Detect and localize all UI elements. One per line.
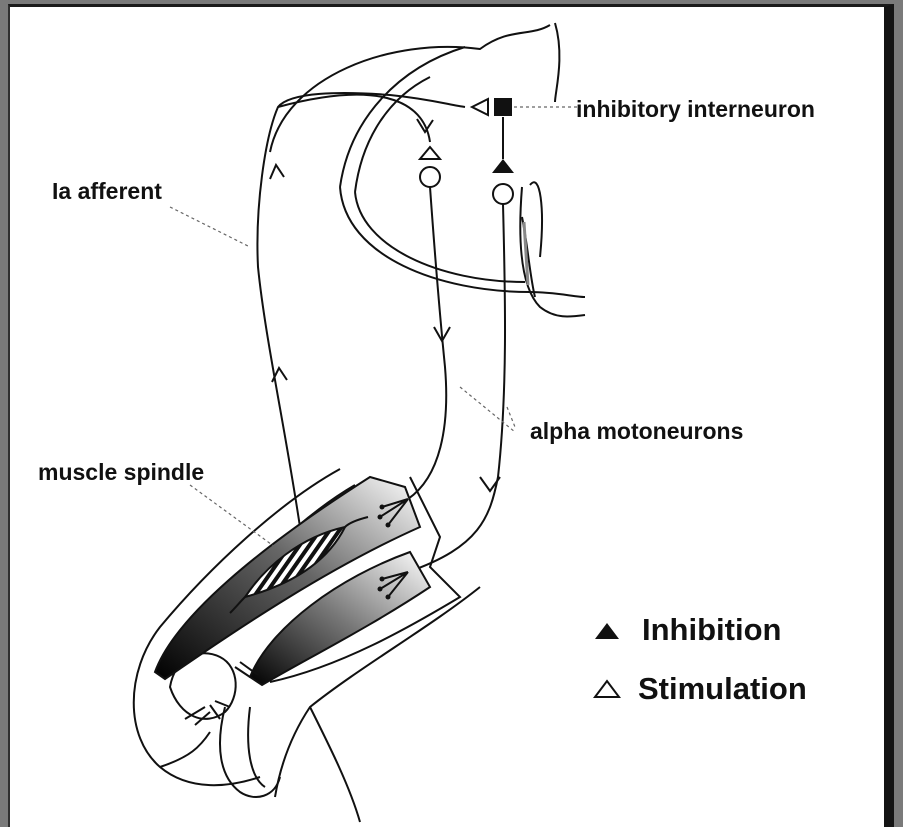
stretch-reflex-diagram: inhibitory interneuron Ia afferent alpha… <box>10 7 886 827</box>
interneuron-synapse <box>472 98 578 116</box>
alpha-motoneurons-leader-1 <box>460 387 515 432</box>
ia-afferent-leader <box>170 207 250 247</box>
alpha-motoneuron-1 <box>408 147 450 499</box>
stimulation-synapse <box>420 147 440 159</box>
ia-afferent-label: Ia afferent <box>52 178 162 204</box>
stimulation-symbol <box>595 681 619 697</box>
alpha-motoneurons-leader-2 <box>507 407 515 427</box>
legend: Inhibition Stimulation <box>595 612 807 706</box>
inhibition-synapse <box>492 159 514 173</box>
alpha-motoneurons-label: alpha motoneurons <box>530 418 743 444</box>
legend-stimulation-label: Stimulation <box>638 671 807 706</box>
legend-inhibition-label: Inhibition <box>642 612 781 647</box>
inhibitory-interneuron-label: inhibitory interneuron <box>576 96 815 122</box>
inhibition-symbol <box>595 623 619 639</box>
inhibitory-interneuron-square <box>494 98 512 116</box>
knee-tendons <box>185 662 258 725</box>
muscles <box>155 477 430 685</box>
figure-frame: inhibitory interneuron Ia afferent alpha… <box>8 4 894 827</box>
muscle-spindle-leader <box>190 485 275 547</box>
muscle-spindle-label: muscle spindle <box>38 459 204 485</box>
